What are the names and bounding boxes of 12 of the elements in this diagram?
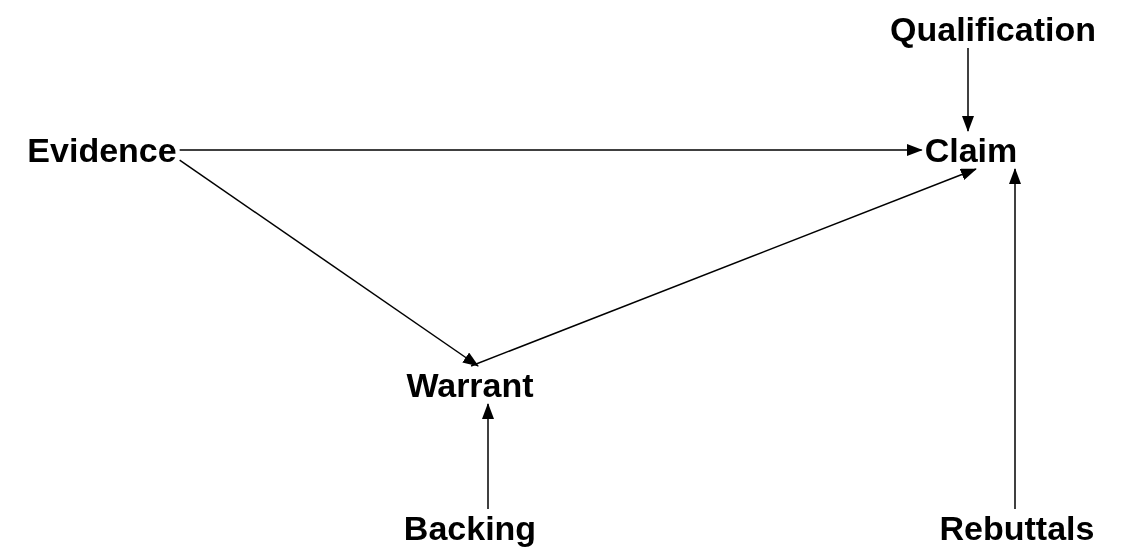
arrow xyxy=(470,168,977,367)
arrow xyxy=(1009,168,1021,510)
node-label: Evidence xyxy=(24,131,180,169)
arrow xyxy=(482,403,494,510)
node-label: Claim xyxy=(921,131,1021,169)
node-label: Warrant xyxy=(403,366,537,404)
node-label: Qualification xyxy=(887,10,1099,48)
arrow xyxy=(178,159,479,367)
node-label: Backing xyxy=(400,509,540,547)
arrow xyxy=(962,47,974,132)
arrow xyxy=(178,144,923,156)
node-label: Rebuttals xyxy=(936,509,1098,547)
